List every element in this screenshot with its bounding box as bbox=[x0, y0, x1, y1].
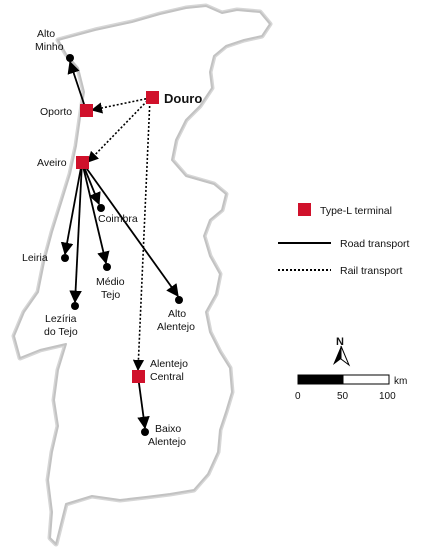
label-coimbra: Coimbra bbox=[98, 213, 138, 225]
road-route-alentejo-central-to-baixo-alentejo bbox=[137, 375, 150, 430]
label-douro: Douro bbox=[164, 91, 202, 106]
legend-road-label: Road transport bbox=[340, 238, 410, 250]
north-arrow-icon: N bbox=[333, 336, 351, 367]
destination-leiria bbox=[61, 254, 69, 262]
road-route-aveiro-to-leiria bbox=[60, 161, 83, 256]
rail-route-douro-to-aveiro bbox=[87, 97, 151, 163]
label-aveiro: Aveiro bbox=[37, 157, 67, 169]
terminal-douro bbox=[146, 91, 159, 104]
label-alto-alentejo-line1: Alto bbox=[168, 308, 186, 320]
scale-tick-0: 0 bbox=[295, 391, 301, 402]
north-arrow-left-half bbox=[333, 346, 341, 365]
legend-terminal-label: Type-L terminal bbox=[320, 205, 392, 217]
label-alentejo-central-line1: Alentejo bbox=[150, 358, 188, 370]
place-labels: Alto Minho Oporto Douro Aveiro Coimbra L… bbox=[22, 28, 202, 448]
north-label: N bbox=[336, 336, 344, 348]
north-arrow-right-half bbox=[340, 345, 351, 367]
label-alentejo-central-line2: Central bbox=[150, 371, 184, 383]
label-baixo-alentejo-line1: Baixo bbox=[155, 423, 181, 435]
legend-rail-label: Rail transport bbox=[340, 265, 403, 277]
rail-route-douro-to-oporto bbox=[90, 97, 151, 114]
terminal-aveiro bbox=[76, 156, 89, 169]
label-alto-alentejo-line2: Alentejo bbox=[157, 321, 195, 333]
label-alto-minho-line1: Alto bbox=[37, 28, 55, 40]
destination-alto-minho bbox=[66, 54, 74, 62]
map-nodes bbox=[61, 54, 183, 436]
road-route-oporto-to-alto-minho bbox=[67, 60, 87, 111]
destination-leziria-do-tejo bbox=[71, 302, 79, 310]
terminal-oporto bbox=[80, 104, 93, 117]
scale-bar: km 0 50 100 bbox=[295, 374, 407, 402]
label-baixo-alentejo-line2: Alentejo bbox=[148, 436, 186, 448]
terminal-alentejo-central bbox=[132, 370, 145, 383]
legend: Type-L terminal Road transport Rail tran… bbox=[278, 203, 410, 277]
rail-route-douro-to-alentejo-central bbox=[132, 97, 151, 372]
scale-tick-50: 50 bbox=[337, 391, 349, 402]
scale-segment-white bbox=[342, 374, 390, 385]
scale-segment-black bbox=[297, 374, 344, 385]
destination-coimbra bbox=[97, 204, 105, 212]
destination-medio-tejo bbox=[103, 263, 111, 271]
road-route-aveiro-to-alto-alentejo bbox=[81, 161, 179, 298]
label-medio-tejo-line2: Tejo bbox=[101, 289, 120, 301]
destination-alto-alentejo bbox=[175, 296, 183, 304]
label-leziria-line1: Lezíria bbox=[45, 313, 77, 325]
legend-terminal-swatch bbox=[298, 203, 311, 216]
label-alto-minho-line2: Minho bbox=[35, 41, 64, 53]
scale-unit: km bbox=[394, 376, 407, 387]
destination-baixo-alentejo bbox=[141, 428, 149, 436]
scale-tick-100: 100 bbox=[379, 391, 396, 402]
rail-routes bbox=[87, 97, 151, 372]
label-leziria-line2: do Tejo bbox=[44, 326, 78, 338]
label-medio-tejo-line1: Médio bbox=[96, 276, 125, 288]
road-route-aveiro-to-leziria-do-tejo bbox=[69, 161, 83, 304]
road-route-aveiro-to-medio-tejo bbox=[81, 161, 110, 265]
label-leiria: Leiria bbox=[22, 252, 48, 264]
label-oporto: Oporto bbox=[40, 106, 72, 118]
